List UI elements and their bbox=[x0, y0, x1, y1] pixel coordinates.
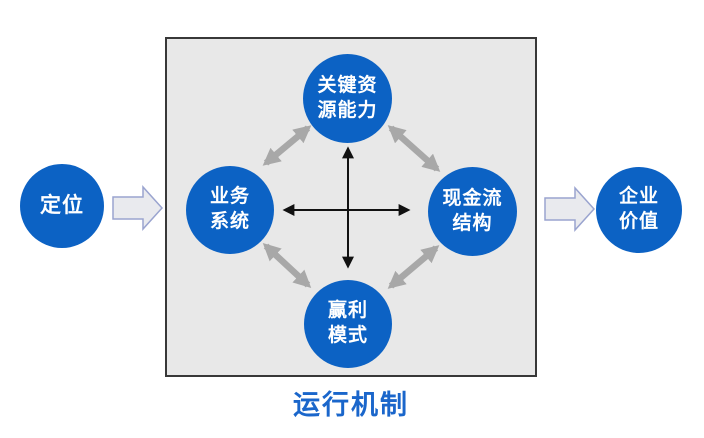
node-profit-model-line2: 模式 bbox=[327, 325, 368, 346]
node-enterprise-value-line1: 企业 bbox=[618, 186, 659, 208]
node-business-system-line2: 系统 bbox=[209, 211, 250, 232]
diagram-title: 运行机制 bbox=[293, 390, 409, 420]
block-arrow-box-to-value-icon bbox=[544, 186, 596, 232]
node-profit-model: 赢利 模式 bbox=[304, 280, 392, 368]
node-key-resources: 关键资 源能力 bbox=[303, 54, 392, 143]
node-positioning-label: 定位 bbox=[40, 194, 84, 218]
node-cash-flow-line1: 现金流 bbox=[442, 187, 503, 209]
node-business-system: 业务 系统 bbox=[186, 166, 274, 254]
node-enterprise-value-line2: 价值 bbox=[618, 211, 659, 232]
node-profit-model-line1: 赢利 bbox=[327, 300, 368, 322]
node-cash-flow-line2: 结构 bbox=[452, 212, 493, 234]
node-positioning: 定位 bbox=[20, 164, 104, 248]
node-key-resources-line2: 源能力 bbox=[317, 99, 378, 121]
block-arrow-positioning-to-box-icon bbox=[112, 185, 164, 231]
node-enterprise-value: 企业 价值 bbox=[596, 167, 682, 253]
node-cash-flow: 现金流 结构 bbox=[428, 167, 517, 256]
node-key-resources-line1: 关键资 bbox=[317, 74, 378, 96]
node-business-system-line1: 业务 bbox=[209, 186, 250, 208]
